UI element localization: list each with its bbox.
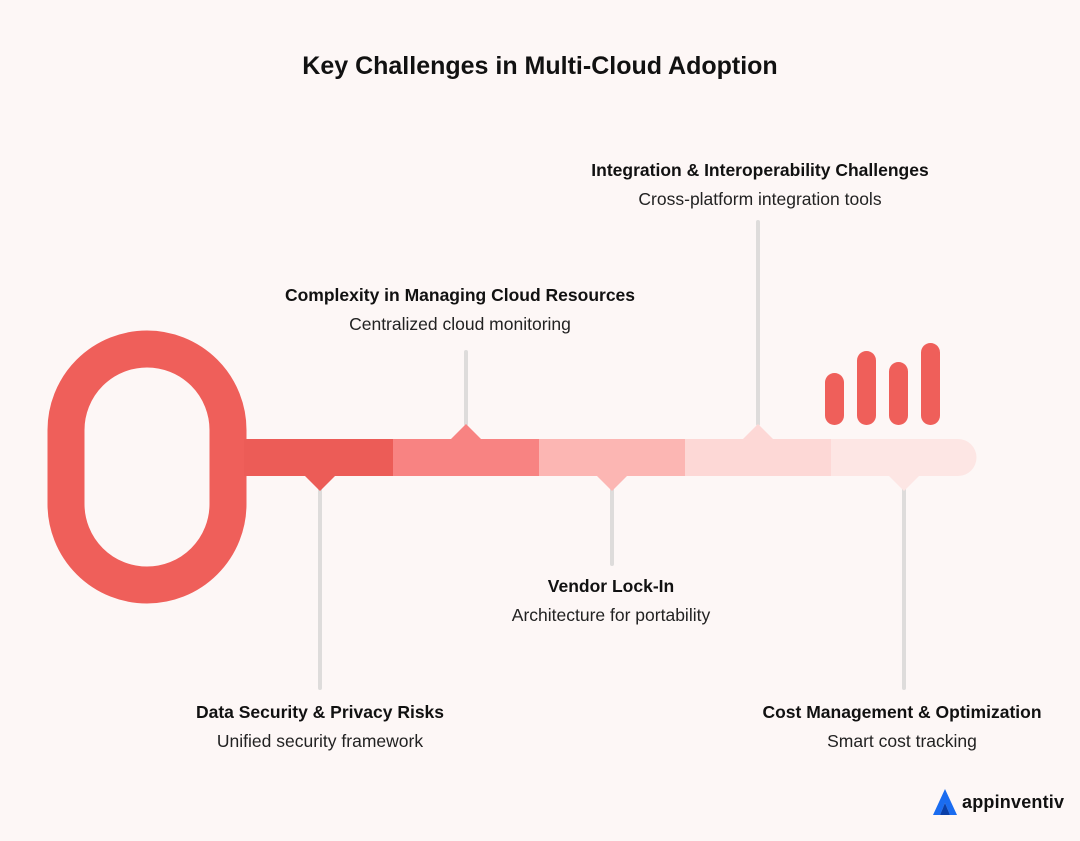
shaft-segment-1 xyxy=(244,439,394,476)
challenge-label-1: Data Security & Privacy Risks Unified se… xyxy=(196,701,444,752)
pointer-down-1 xyxy=(304,475,336,491)
challenge-subtitle: Centralized cloud monitoring xyxy=(349,314,571,334)
key-tooth-2 xyxy=(857,351,876,425)
pointer-down-3 xyxy=(596,475,628,491)
pointer-up-4 xyxy=(742,424,774,440)
shaft-segment-4 xyxy=(685,439,832,476)
brand-name: appinventiv xyxy=(962,791,1065,812)
challenge-title: Cost Management & Optimization xyxy=(762,702,1042,722)
key-tooth-3 xyxy=(889,362,908,425)
pointer-up-2 xyxy=(450,424,482,440)
key-bow xyxy=(47,330,247,604)
challenge-title: Data Security & Privacy Risks xyxy=(195,702,445,722)
shaft-segment-2 xyxy=(393,439,540,476)
key-tooth-1 xyxy=(825,373,844,425)
key-tooth-4 xyxy=(921,343,940,425)
shaft-segment-3 xyxy=(539,439,686,476)
challenge-title: Complexity in Managing Cloud Resources xyxy=(284,285,636,305)
brand-logo: appinventiv xyxy=(932,788,1064,816)
appinventiv-logo-icon xyxy=(933,789,957,815)
challenge-label-3: Vendor Lock-In Architecture for portabil… xyxy=(512,575,710,626)
pointer-down-5 xyxy=(888,475,920,491)
challenge-label-2: Complexity in Managing Cloud Resources C… xyxy=(285,284,635,335)
diagram-title: Key Challenges in Multi-Cloud Adoption xyxy=(302,52,778,80)
challenge-subtitle: Cross-platform integration tools xyxy=(638,189,882,209)
challenge-label-5: Cost Management & Optimization Smart cos… xyxy=(762,701,1041,752)
challenge-subtitle: Smart cost tracking xyxy=(827,731,977,751)
challenge-label-4: Integration & Interoperability Challenge… xyxy=(591,159,928,210)
shaft-segment-5 xyxy=(831,439,977,476)
challenge-subtitle: Unified security framework xyxy=(216,731,424,751)
challenge-title: Vendor Lock-In xyxy=(547,576,675,596)
challenge-subtitle: Architecture for portability xyxy=(511,605,711,625)
challenge-title: Integration & Interoperability Challenge… xyxy=(591,160,929,180)
